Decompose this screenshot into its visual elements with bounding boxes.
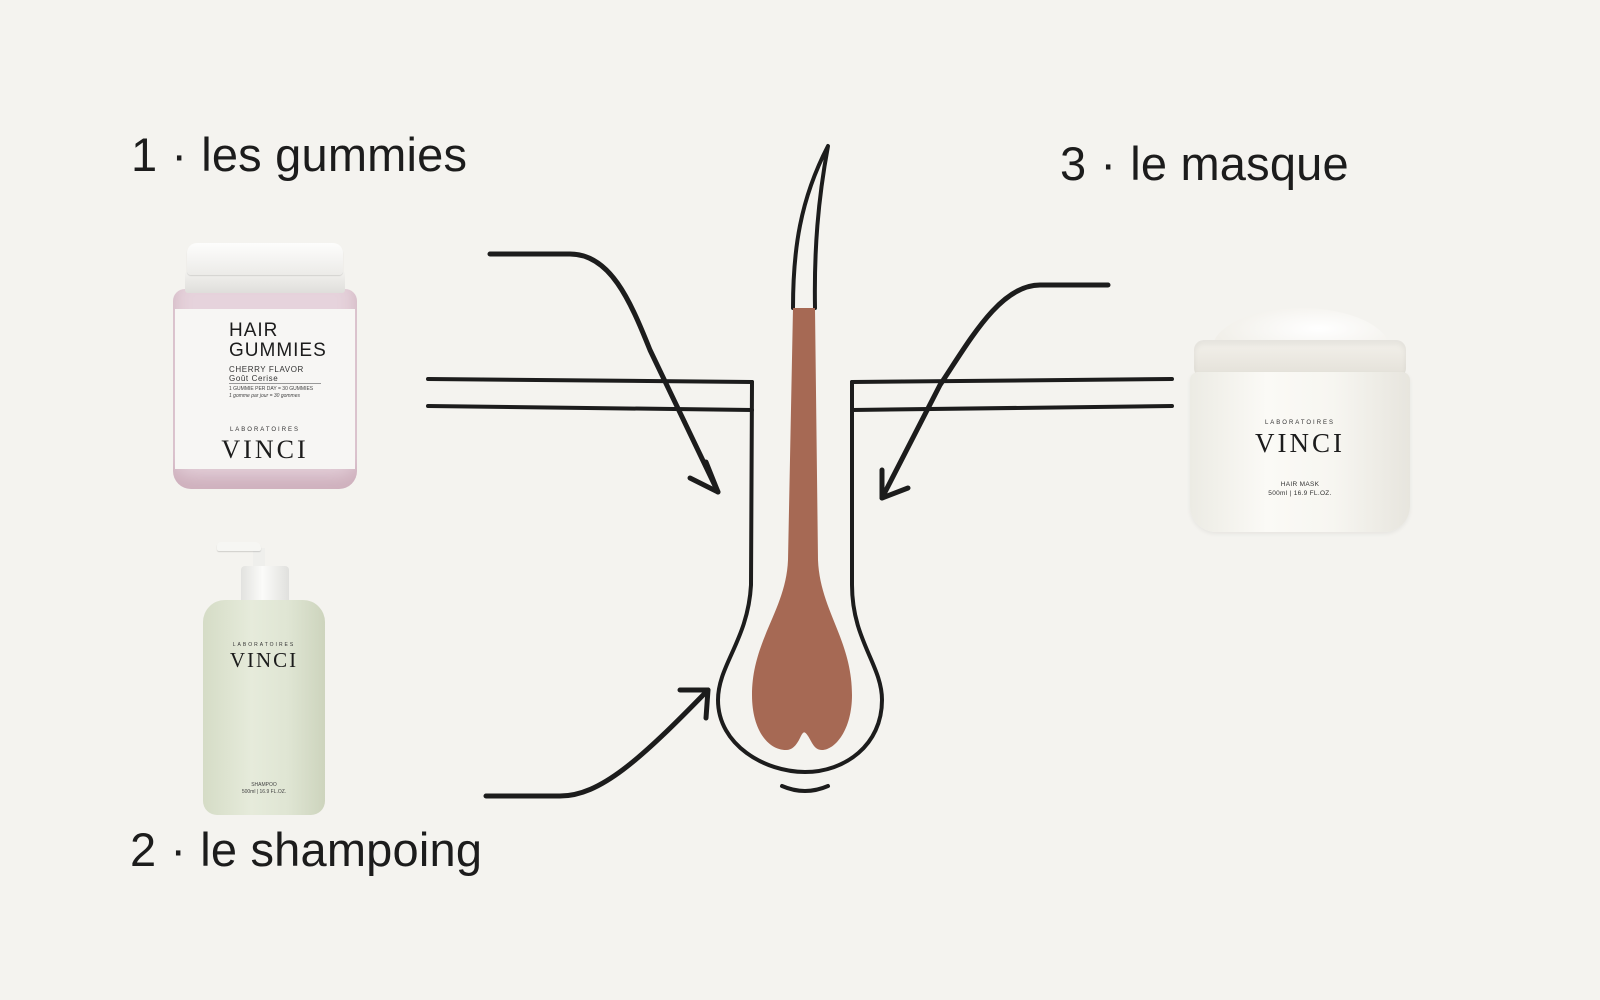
mask-brand-small: LABORATOIRES <box>1264 420 1336 426</box>
gummies-title-line1: HAIR <box>229 320 279 341</box>
label-mask: 3·le masque <box>1060 140 1349 187</box>
gummies-dosage-en: 1 GUMMIE PER DAY = 30 GUMMIES <box>229 386 314 392</box>
product-mask-jar: LABORATOIRES VINCI HAIR MASK 500ml | 16.… <box>1190 300 1410 535</box>
gummies-flavor-en: CHERRY FLAVOR <box>229 365 304 374</box>
label-mask-separator: · <box>1100 137 1117 190</box>
mask-product-info: HAIR MASK 500ml | 16.9 FL.OZ. <box>1190 480 1410 498</box>
label-mask-text: le masque <box>1130 137 1349 190</box>
gummies-dosage-fr: 1 gomme par jour = 30 gommes <box>229 393 301 399</box>
hair-shaft <box>752 308 852 750</box>
hair-strand <box>791 144 830 310</box>
mask-jar-rim <box>1194 340 1406 378</box>
product-shampoo-bottle: LABORATOIRES VINCI SHAMPOO 500ml | 16.9 … <box>203 540 325 815</box>
shampoo-product-info: SHAMPOO 500ml | 16.9 FL.OZ. <box>203 782 325 796</box>
label-gummies-number: 1 <box>131 128 158 181</box>
skin-line-right-bottom <box>850 404 1174 412</box>
shampoo-name: SHAMPOO <box>251 782 277 788</box>
arrow-shampoo-head <box>677 687 711 721</box>
follicle-outline <box>716 380 884 774</box>
label-gummies: 1·les gummies <box>131 131 467 178</box>
gummies-jar-cap <box>187 243 343 275</box>
shampoo-brand: VINCI <box>229 648 299 672</box>
mask-volume: 500ml | 16.9 FL.OZ. <box>1268 490 1332 497</box>
label-mask-number: 3 <box>1060 137 1087 190</box>
gummies-brand-small: LABORATOIRES <box>229 427 301 433</box>
arrow-shampoo <box>483 687 711 799</box>
skin-line-left-top <box>426 377 754 384</box>
gummies-flavor: CHERRY FLAVOR Goût Cerise <box>229 365 304 383</box>
mask-name: HAIR MASK <box>1280 481 1320 488</box>
shampoo-bottle-body: LABORATOIRES VINCI SHAMPOO 500ml | 16.9 … <box>203 600 325 815</box>
gummies-jar-cap-ring <box>185 271 345 293</box>
arrow-gummies-head <box>687 459 721 495</box>
mask-brand: VINCI <box>1255 428 1345 458</box>
shampoo-pump-stem <box>253 548 265 570</box>
skin-line-left-bottom <box>426 404 754 412</box>
arrow-gummies <box>487 251 721 495</box>
gummies-dosage: 1 GUMMIE PER DAY = 30 GUMMIES 1 gomme pa… <box>229 383 321 400</box>
arrow-mask <box>879 282 1111 501</box>
gummies-jar-label: HAIR GUMMIES CHERRY FLAVOR Goût Cerise 1… <box>175 309 355 469</box>
label-shampoo-text: le shampoing <box>200 823 483 876</box>
shampoo-pump-collar <box>241 566 289 604</box>
gummies-flavor-fr: Goût Cerise <box>229 374 279 383</box>
gummies-brand: VINCI <box>221 435 309 464</box>
shampoo-volume: 500ml | 16.9 FL.OZ. <box>241 789 287 795</box>
label-gummies-text: les gummies <box>201 128 468 181</box>
label-gummies-separator: · <box>171 128 188 181</box>
label-shampoo-number: 2 <box>130 823 157 876</box>
mask-jar-body: LABORATOIRES VINCI HAIR MASK 500ml | 16.… <box>1190 372 1410 532</box>
gummies-title: HAIR GUMMIES <box>229 321 327 361</box>
label-shampoo: 2·le shampoing <box>130 826 482 873</box>
shampoo-brand-small: LABORATOIRES <box>232 642 296 648</box>
papilla-line <box>780 784 830 793</box>
shampoo-pump-nozzle <box>217 542 261 551</box>
skin-line-right-top <box>850 377 1174 384</box>
label-shampoo-separator: · <box>170 823 187 876</box>
arrow-mask-head <box>879 467 911 501</box>
gummies-title-line2: GUMMIES <box>229 340 327 361</box>
product-gummies-jar: HAIR GUMMIES CHERRY FLAVOR Goût Cerise 1… <box>173 243 357 493</box>
